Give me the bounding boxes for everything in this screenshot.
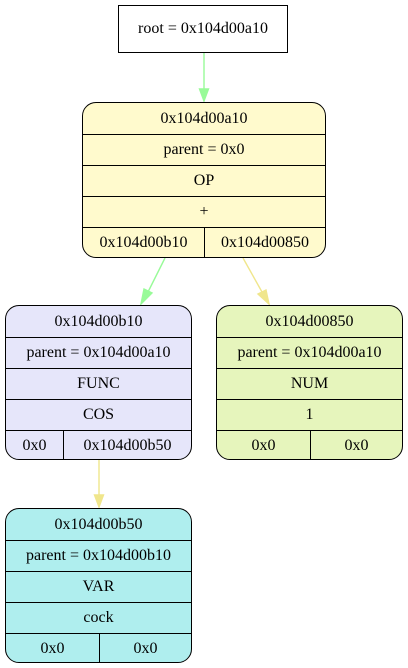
var-node: 0x104d00b50 parent = 0x104d00b10 VAR coc…: [5, 508, 192, 663]
right-child-pointer: 0x104d00b50: [63, 431, 191, 459]
node-type: NUM: [217, 368, 402, 399]
node-value-text: cock: [83, 609, 114, 626]
node-address: 0x104d00850: [217, 306, 402, 337]
node-parent-text: parent = 0x104d00a10: [237, 344, 382, 361]
node-type: OP: [83, 165, 325, 196]
node-type: VAR: [6, 571, 191, 602]
node-parent: parent = 0x104d00a10: [6, 337, 191, 368]
root-pointer-box: root = 0x104d00a10: [118, 5, 288, 53]
node-parent-text: parent = 0x104d00a10: [26, 344, 171, 361]
node-children: 0x104d00b10 0x104d00850: [83, 227, 325, 257]
edge-op-node-to-num-node: [242, 257, 271, 306]
node-children: 0x0 0x0: [6, 633, 191, 662]
edge-op-node-to-func-node: [139, 257, 166, 307]
node-parent-text: parent = 0x104d00b10: [26, 547, 171, 564]
node-value: cock: [6, 602, 191, 633]
node-value: +: [83, 196, 325, 227]
node-address-text: 0x104d00b10: [54, 312, 143, 330]
node-parent: parent = 0x104d00b10: [6, 540, 191, 571]
node-value: 1: [217, 399, 402, 430]
node-value: COS: [6, 399, 191, 430]
right-child-pointer: 0x104d00850: [204, 228, 325, 257]
node-children: 0x0 0x104d00b50: [6, 430, 191, 459]
left-child-pointer: 0x0: [251, 437, 276, 454]
node-parent: parent = 0x104d00a10: [217, 337, 402, 368]
node-address-text: 0x104d00a10: [160, 109, 248, 127]
edge-func-node-to-var-node: [93, 460, 105, 509]
node-address: 0x104d00b10: [6, 306, 191, 337]
node-address: 0x104d00b50: [6, 509, 191, 540]
edge-root-to-op-node: [198, 53, 210, 103]
num-node: 0x104d00850 parent = 0x104d00a10 NUM 1 0…: [216, 305, 403, 460]
node-children: 0x0 0x0: [217, 430, 402, 459]
node-address-text: 0x104d00850: [265, 312, 354, 330]
left-child-pointer: 0x0: [40, 640, 65, 657]
node-value-text: +: [199, 203, 209, 220]
right-child-pointer: 0x0: [99, 634, 191, 662]
node-type-text: FUNC: [77, 375, 120, 392]
node-value-text: COS: [82, 406, 115, 423]
left-child-pointer: 0x104d00b10: [99, 234, 188, 251]
node-value-text: 1: [305, 406, 314, 423]
node-address-text: 0x104d00b50: [54, 515, 143, 533]
node-address: 0x104d00a10: [83, 103, 325, 134]
left-child-pointer: 0x0: [22, 437, 47, 454]
root-pointer-label: root = 0x104d00a10: [138, 20, 268, 37]
node-parent: parent = 0x0: [83, 134, 325, 165]
node-parent-text: parent = 0x0: [163, 141, 245, 158]
op-node: 0x104d00a10 parent = 0x0 OP + 0x104d00b1…: [82, 102, 326, 258]
node-type-text: VAR: [82, 578, 115, 595]
right-child-pointer: 0x0: [310, 431, 402, 459]
func-node: 0x104d00b10 parent = 0x104d00a10 FUNC CO…: [5, 305, 192, 460]
node-type-text: OP: [193, 172, 215, 189]
node-type: FUNC: [6, 368, 191, 399]
node-type-text: NUM: [290, 375, 329, 392]
